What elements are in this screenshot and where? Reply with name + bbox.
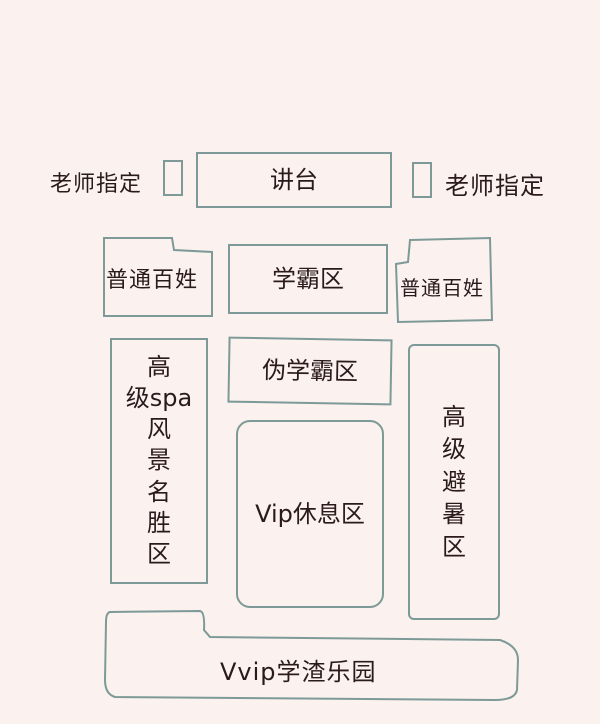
- summer-label-4: 暑: [442, 500, 466, 529]
- vvip-label: Vvip学渣乐园: [220, 658, 377, 686]
- teacher-seat-left: [163, 160, 183, 196]
- teacher-seat-right: [412, 162, 432, 198]
- summer-label-1: 高: [442, 403, 466, 432]
- top-student-zone: 学霸区: [228, 244, 388, 314]
- spa-label-3: 风: [146, 415, 171, 444]
- teacher-seat-right-label: 老师指定: [445, 172, 545, 200]
- summer-retreat-zone: 高 级 避 暑 区: [408, 344, 500, 620]
- fake-top-student-label: 伪学霸区: [261, 356, 359, 386]
- spa-label-5: 名: [146, 477, 171, 506]
- summer-label-5: 区: [442, 532, 466, 561]
- teacher-seat-left-label: 老师指定: [50, 172, 143, 197]
- podium-label: 讲台: [270, 166, 318, 194]
- spa-label-7: 区: [146, 539, 171, 568]
- spa-label-2: 级spa: [125, 384, 193, 413]
- fake-top-student-zone: 伪学霸区: [227, 336, 393, 406]
- vip-rest-label: Vip休息区: [255, 500, 365, 528]
- commoner-right-label: 普通百姓: [400, 276, 484, 300]
- vip-rest-zone: Vip休息区: [236, 420, 384, 608]
- summer-label-3: 避: [442, 467, 466, 496]
- commoner-left-label: 普通百姓: [106, 268, 199, 293]
- spa-label-1: 高: [146, 352, 171, 381]
- summer-label-2: 级: [442, 435, 466, 464]
- spa-scenic-zone: 高 级spa 风 景 名 胜 区: [110, 338, 208, 584]
- spa-label-6: 胜: [146, 508, 171, 537]
- spa-label-4: 景: [146, 446, 171, 475]
- podium-area: 讲台: [196, 152, 392, 208]
- top-student-label: 学霸区: [272, 265, 344, 293]
